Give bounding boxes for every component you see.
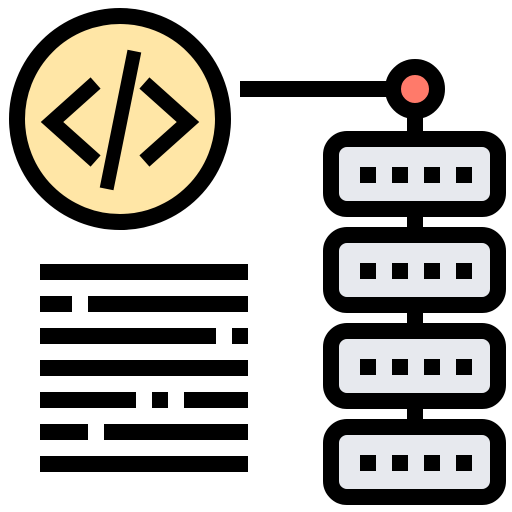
text-line: [40, 360, 248, 376]
code-slash: [99, 49, 142, 191]
server-rack-icon: [323, 131, 506, 505]
server-indicator-light: [424, 359, 440, 375]
server-unit-body: [323, 419, 506, 505]
server-unit: [323, 419, 506, 505]
server-indicator-light: [360, 167, 376, 183]
server-indicator-light: [360, 263, 376, 279]
server-indicator-light: [456, 359, 472, 375]
server-indicator-light: [392, 455, 408, 471]
server-indicator-light: [360, 359, 376, 375]
server-indicator-light: [424, 455, 440, 471]
text-line: [40, 456, 248, 472]
server-unit-body: [323, 227, 506, 313]
server-indicator-light: [456, 263, 472, 279]
text-line: [104, 424, 248, 440]
server-indicator-light: [424, 263, 440, 279]
text-document-icon: [40, 264, 248, 472]
text-line: [40, 424, 88, 440]
text-line: [40, 296, 72, 312]
server-indicator-light: [392, 263, 408, 279]
text-line: [232, 328, 248, 344]
code-right-bracket: [139, 77, 200, 167]
server-unit: [323, 227, 506, 313]
server-unit: [323, 323, 506, 409]
text-line: [184, 392, 248, 408]
code-icon: [9, 8, 231, 230]
server-indicator-light: [424, 167, 440, 183]
text-line: [40, 264, 248, 280]
server-indicator-light: [392, 359, 408, 375]
server-indicator-light: [360, 455, 376, 471]
server-unit-body: [323, 323, 506, 409]
connection-node-icon: [385, 59, 445, 119]
text-line: [88, 296, 248, 312]
text-line: [40, 392, 136, 408]
server-unit-body: [323, 131, 506, 217]
server-indicator-light: [456, 167, 472, 183]
server-indicator-light: [392, 167, 408, 183]
code-left-bracket: [40, 77, 101, 167]
text-line: [152, 392, 168, 408]
server-indicator-light: [456, 455, 472, 471]
text-line: [40, 328, 216, 344]
server-unit: [323, 131, 506, 217]
